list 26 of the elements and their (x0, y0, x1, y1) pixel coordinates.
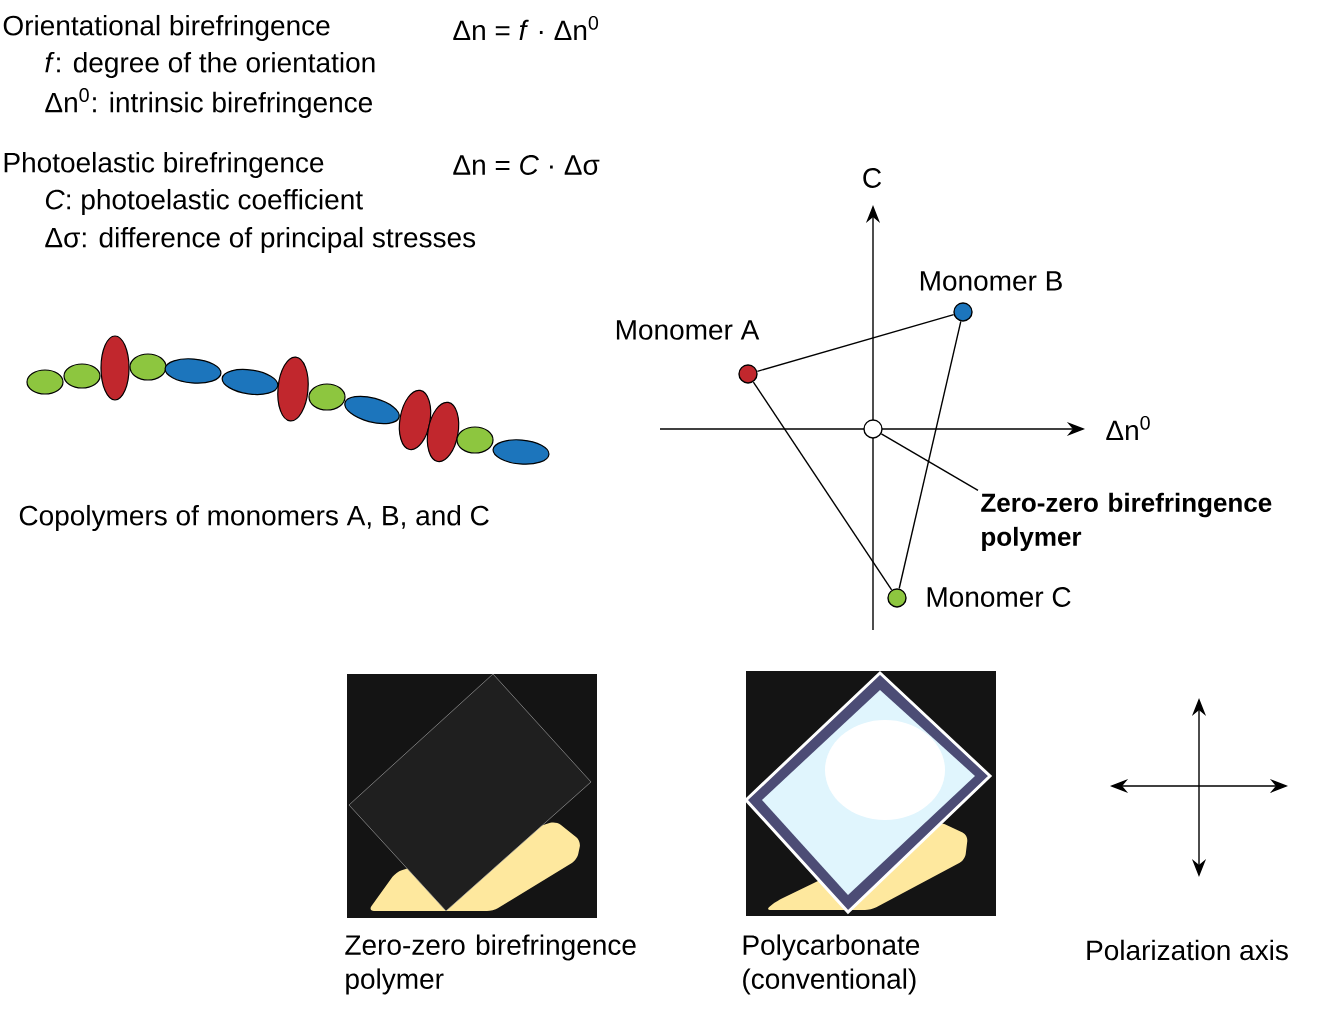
callout-text: Zero-zero birefringence polymer (981, 492, 1272, 552)
definition-text: f: degree of the orientation (45, 51, 375, 79)
equation: Δn = C · Δσ (453, 155, 600, 175)
data-point (953, 302, 973, 322)
equation: Δn = f · Δn$^{0}$ (453, 15, 599, 41)
leader-line (880, 433, 979, 492)
connector-line (898, 320, 962, 590)
photo-caption: Polarization axis (1087, 939, 1288, 961)
data-point (863, 419, 883, 439)
definition-text: Δσ: difference of principal stresses (45, 226, 476, 254)
photo-caption: Zero-zero birefringence polymer (345, 934, 636, 995)
chart-caption: Copolymers of monomers A, B, and C (19, 504, 489, 532)
data-point (887, 588, 907, 608)
photo-caption: Polycarbonate (conventional) (743, 934, 920, 995)
axis-label: Δn$^{0}$ (1106, 415, 1150, 441)
axis-label: C (863, 168, 882, 188)
data-point (738, 364, 758, 384)
definition-text: C: photoelastic coefficient (45, 188, 363, 216)
heading-text: Orientational birefringence (3, 14, 330, 42)
heading-text: Photoelastic birefringence (4, 151, 324, 179)
point-label: Monomer B (920, 271, 1062, 291)
connector-line (756, 314, 955, 372)
definition-text: Δn$^{0}$: intrinsic birefringence (45, 88, 372, 118)
point-label: Monomer A (616, 320, 760, 340)
connector-line (752, 381, 893, 591)
point-label: Monomer C (927, 587, 1071, 607)
